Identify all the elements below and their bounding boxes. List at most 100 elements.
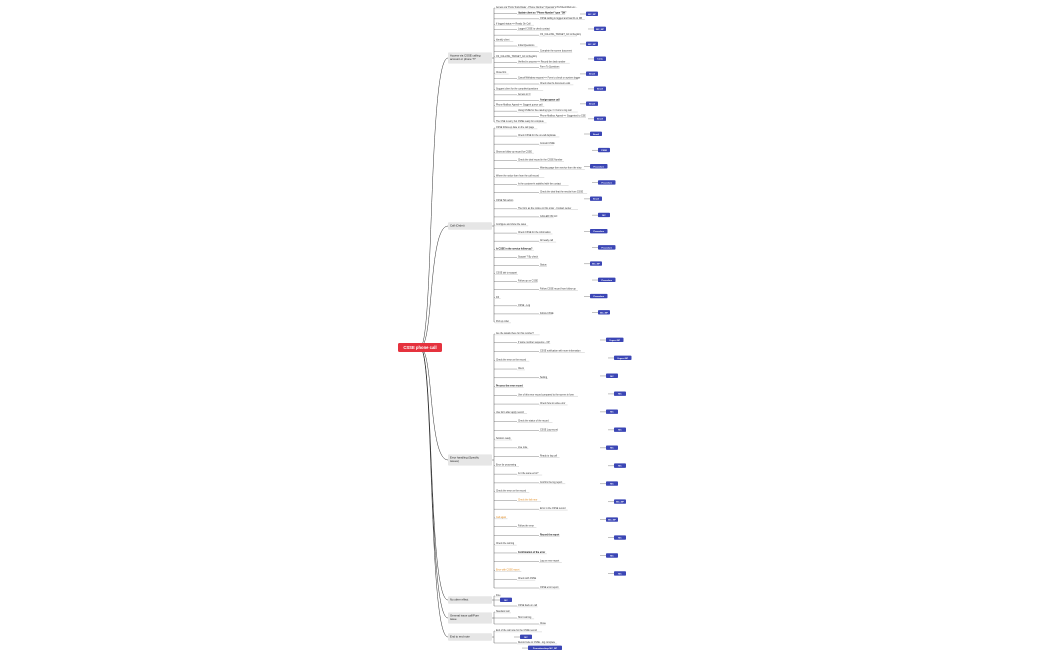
tag-badge[interactable]: MC — [614, 535, 626, 540]
tag-badge[interactable]: MC_NP — [594, 26, 606, 31]
tag-badge[interactable]: MC — [606, 553, 618, 558]
tag-badge-label: Urgent NP — [617, 357, 628, 360]
tag-badge[interactable]: MC_NP — [614, 499, 626, 504]
tag-badge[interactable]: Procedure — [590, 293, 608, 299]
branch-box-b1[interactable] — [448, 52, 492, 64]
tag-badge-box[interactable] — [614, 499, 626, 504]
tag-badge[interactable]: Procedure — [598, 180, 616, 185]
tag-badge-box[interactable] — [606, 553, 618, 558]
tag-badge[interactable]: Cmty — [594, 56, 606, 61]
tag-badge-box[interactable] — [606, 517, 618, 522]
tag-badge[interactable]: CSSE — [598, 147, 610, 153]
tag-badge[interactable]: MC — [520, 634, 532, 639]
tag-badge-box[interactable] — [500, 597, 512, 602]
tag-badge-box[interactable] — [614, 463, 626, 468]
tag-badge-box[interactable] — [614, 391, 626, 396]
tag-badge[interactable]: MC_NP — [598, 310, 610, 315]
tag-badge[interactable]: MC_NP — [606, 517, 618, 522]
tag-badge-box[interactable] — [586, 71, 598, 76]
tag-badge-box[interactable] — [528, 645, 562, 650]
tag-badge[interactable]: MC_NP — [590, 261, 602, 266]
tag-badge-box[interactable] — [598, 310, 610, 315]
tag-badge-box[interactable] — [614, 355, 632, 360]
tag-badge[interactable]: MC — [614, 571, 626, 576]
tag-badge-box[interactable] — [598, 245, 616, 250]
tag-badge[interactable]: Procedure — [590, 164, 608, 169]
tag-badge[interactable]: Email — [590, 196, 602, 201]
tag-badge-box[interactable] — [594, 116, 606, 121]
item-text: If same number sequence - NP — [518, 341, 550, 344]
item-text: Call again — [496, 517, 507, 519]
connector-b5 — [419, 347, 449, 619]
tag-badge-box[interactable] — [590, 261, 602, 266]
tag-badge-box[interactable] — [590, 196, 602, 201]
tag-badge-box[interactable] — [606, 373, 618, 378]
tag-badge[interactable]: MC — [606, 373, 618, 378]
tag-badge[interactable]: MC — [614, 427, 626, 432]
tag-badge[interactable]: MC — [614, 463, 626, 468]
tag-badge[interactable]: Procedure — [598, 277, 616, 283]
tag-badge-box[interactable] — [590, 164, 608, 169]
tag-badge[interactable]: Email — [590, 131, 602, 136]
item-text: CSSE - Log — [518, 305, 531, 307]
tag-badge[interactable]: Procedure/step MC_NP — [528, 645, 562, 650]
branch-box-b6[interactable] — [448, 633, 492, 641]
tag-badge-box[interactable] — [590, 293, 608, 299]
tag-badge-box[interactable] — [598, 147, 610, 153]
tag-badge-box[interactable] — [614, 535, 626, 540]
tag-badge[interactable]: Email — [594, 116, 606, 121]
root-node[interactable]: CSSE phone call — [398, 343, 442, 352]
tag-badge-label: MC — [610, 484, 614, 486]
tag-badge-box[interactable] — [594, 26, 606, 31]
tag-badge-box[interactable] — [606, 481, 618, 486]
tag-badge-box[interactable] — [586, 11, 598, 16]
item-text: Assign queue call — [540, 98, 560, 101]
tag-badge[interactable]: Procedure — [598, 245, 616, 250]
tag-badge-box[interactable] — [590, 228, 608, 234]
tag-badge[interactable]: MC — [606, 409, 618, 414]
tag-badge[interactable]: MC — [598, 212, 610, 218]
root-node-box[interactable] — [398, 343, 442, 352]
tag-badge[interactable]: MC_NP — [586, 41, 598, 46]
tag-badge-label: MC — [610, 376, 614, 378]
tag-badge-box[interactable] — [594, 56, 606, 61]
tag-badge[interactable]: MC_NP — [586, 11, 598, 16]
branch-box-b2[interactable] — [448, 222, 492, 230]
tag-badge[interactable]: MC — [606, 445, 618, 450]
branch-box-b4[interactable] — [448, 596, 492, 604]
tag-badge-box[interactable] — [586, 41, 598, 46]
branch-box-b5[interactable] — [448, 612, 492, 624]
tag-badge-box[interactable] — [590, 131, 602, 136]
tag-badge-box[interactable] — [520, 634, 532, 639]
tag-badge[interactable]: Email — [586, 101, 598, 106]
tag-badge-box[interactable] — [598, 212, 610, 218]
item-text: Complete the screen document — [540, 49, 572, 52]
tag-badge-box[interactable] — [598, 277, 616, 283]
tag-badge[interactable]: Procedure — [590, 228, 608, 234]
branch-box-b3[interactable] — [448, 454, 492, 466]
branch-node-b6[interactable]: End to end note — [448, 633, 492, 641]
tag-badge-box[interactable] — [594, 86, 606, 91]
tag-badge[interactable]: Email — [586, 71, 598, 76]
item-text: Client — [518, 367, 524, 370]
tag-badge-label: Email — [593, 134, 599, 136]
tag-badge-box[interactable] — [606, 409, 618, 414]
tag-badge-box[interactable] — [606, 445, 618, 450]
tag-badge-box[interactable] — [606, 337, 624, 342]
tag-badge-box[interactable] — [614, 571, 626, 576]
tag-badge-box[interactable] — [598, 180, 616, 185]
tag-badge[interactable]: Urgent NP — [614, 355, 632, 360]
tag-badge-label: MC_NP — [596, 29, 604, 31]
branch-node-b2[interactable]: Call (Order) — [448, 222, 492, 230]
tag-badge[interactable]: Urgent NP — [606, 337, 624, 342]
tag-badge[interactable]: Email — [594, 86, 606, 91]
branch-node-b4[interactable]: No other effect — [448, 596, 492, 604]
tag-badge-box[interactable] — [614, 427, 626, 432]
tag-badge[interactable]: MC — [606, 481, 618, 486]
tag-badge-box[interactable] — [586, 101, 598, 106]
tag-badge[interactable]: MC — [614, 391, 626, 396]
tag-badge[interactable]: MC — [500, 597, 512, 602]
